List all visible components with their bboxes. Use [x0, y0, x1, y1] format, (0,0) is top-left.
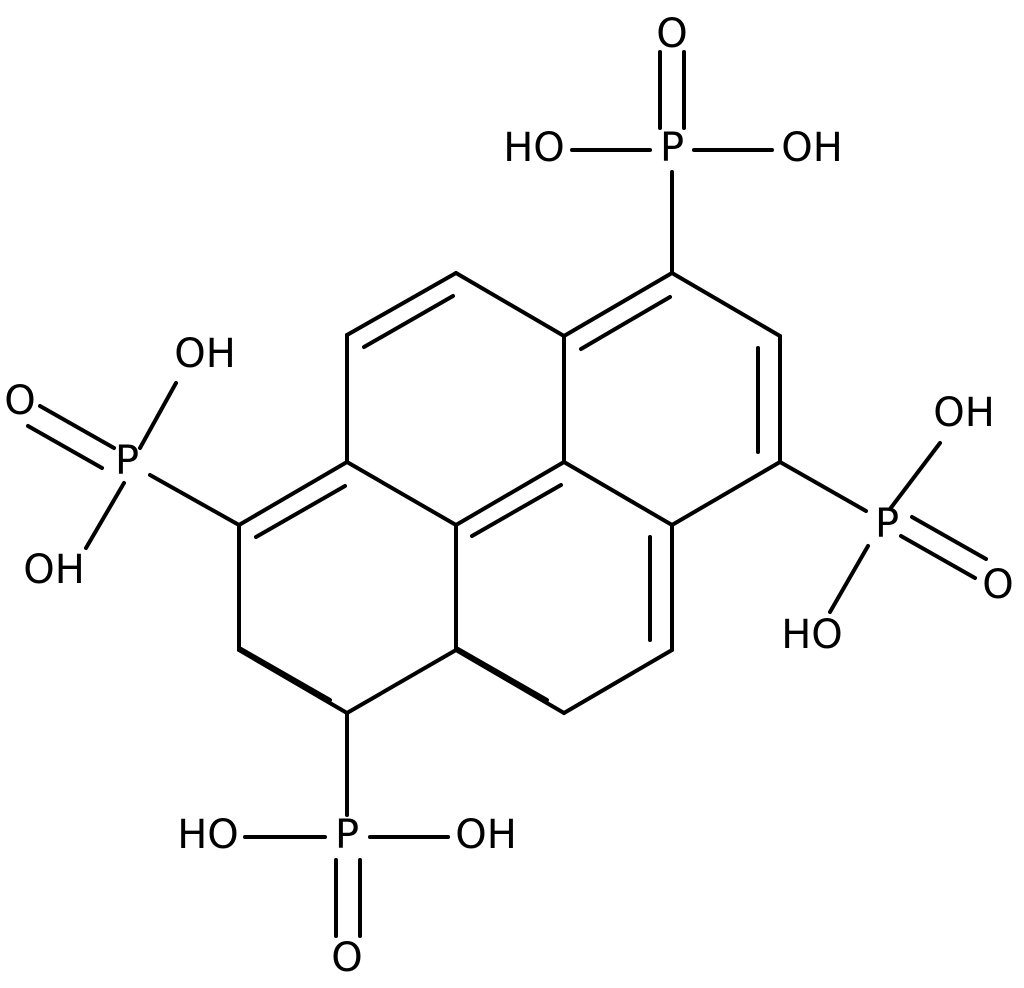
atom-labels: O HO P OH OH O P HO OH P O OH HO P OH O [4, 11, 1013, 981]
atom-label-oh: OH [174, 331, 236, 377]
bond [254, 484, 347, 539]
atom-label-p: P [115, 438, 139, 484]
bond [562, 460, 674, 527]
bond-lines [26, 50, 988, 938]
bond [456, 647, 549, 702]
bond [888, 441, 942, 511]
atom-label-oh: HO [781, 612, 843, 658]
bond [778, 460, 868, 513]
bond [579, 295, 672, 351]
bond [362, 294, 455, 349]
atom-label-oh: OH [455, 812, 517, 858]
bond [38, 404, 116, 450]
bond [454, 648, 566, 715]
bond [138, 381, 178, 450]
atom-label-oh: HO [177, 812, 239, 858]
bond [148, 473, 241, 527]
atom-label-oh: OH [933, 390, 995, 436]
bond [237, 460, 349, 527]
atom-label-oh: OH [781, 125, 843, 171]
bond [670, 271, 782, 338]
atom-label-o: O [4, 378, 35, 424]
bond [345, 648, 458, 715]
bond [345, 271, 458, 337]
bond [454, 460, 566, 527]
bond [562, 648, 674, 715]
atom-label-oh: OH [23, 547, 85, 593]
bond [454, 271, 566, 338]
atom-label-o: O [331, 935, 362, 981]
atom-label-o: O [656, 11, 687, 57]
bond [84, 481, 126, 550]
bond [670, 460, 782, 527]
atom-label-oh: HO [503, 125, 565, 171]
bond [910, 515, 988, 561]
bond [899, 534, 977, 580]
atom-label-p: P [335, 812, 359, 858]
bond [26, 424, 104, 470]
atom-label-p: P [660, 125, 684, 171]
bond [239, 647, 332, 702]
bond [828, 544, 870, 614]
bond [562, 271, 674, 338]
bond [345, 460, 458, 527]
bond [470, 483, 563, 538]
atom-label-p: P [875, 501, 899, 547]
bond [237, 648, 349, 715]
atom-label-o: O [982, 562, 1013, 608]
